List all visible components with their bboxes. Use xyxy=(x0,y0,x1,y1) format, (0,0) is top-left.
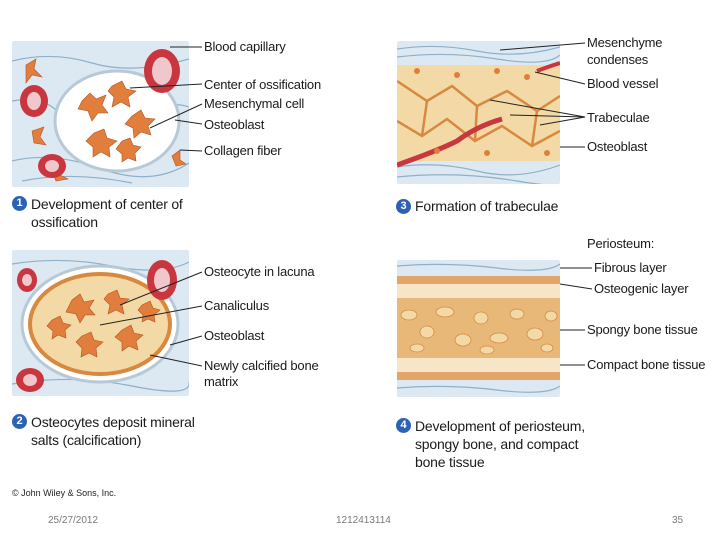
label-canaliculus: Canaliculus xyxy=(204,298,269,313)
step-2-badge: 2 xyxy=(12,414,27,429)
label-collagen-fiber: Collagen fiber xyxy=(204,143,281,158)
label-matrix: matrix xyxy=(204,374,238,389)
panel-2-illustration xyxy=(12,250,189,396)
panel-1-caption-line-1: Development of center of xyxy=(31,196,183,212)
copyright-notice: © John Wiley & Sons, Inc. xyxy=(12,488,116,498)
panel-1-caption-line-2: ossification xyxy=(31,214,98,230)
panel-2-caption-line-2: salts (calcification) xyxy=(31,432,141,448)
step-4-badge: 4 xyxy=(396,418,411,433)
label-osteoblast-1: Osteoblast xyxy=(204,117,264,132)
label-compact-bone-tissue: Compact bone tissue xyxy=(587,357,705,372)
footer-date: 25/27/2012 xyxy=(48,515,98,526)
label-blood-vessel: Blood vessel xyxy=(587,76,658,91)
label-condenses: condenses xyxy=(587,52,648,67)
step-1-badge: 1 xyxy=(12,196,27,211)
label-newly-calcified-bone: Newly calcified bone xyxy=(204,358,319,373)
label-mesenchyme: Mesenchyme xyxy=(587,35,662,50)
label-osteoblast-2: Osteoblast xyxy=(204,328,264,343)
label-spongy-bone-tissue: Spongy bone tissue xyxy=(587,322,698,337)
label-osteocyte-in-lacuna: Osteocyte in lacuna xyxy=(204,264,314,279)
panel-4-illustration xyxy=(397,260,560,397)
center-of-ossification-drawing xyxy=(12,41,189,187)
label-osteogenic-layer: Osteogenic layer xyxy=(594,281,688,296)
label-periosteum: Periosteum: xyxy=(587,236,654,251)
label-blood-capillary: Blood capillary xyxy=(204,39,286,54)
calcification-drawing xyxy=(12,250,189,396)
panel-4-caption-line-1: Development of periosteum, xyxy=(415,418,585,434)
label-fibrous-layer: Fibrous layer xyxy=(594,260,667,275)
periosteum-drawing xyxy=(397,260,560,397)
panel-4-caption-line-2: spongy bone, and compact xyxy=(415,436,578,452)
panel-1-illustration xyxy=(12,41,189,187)
page-number: 35 xyxy=(672,515,683,526)
footer-id: 1212413114 xyxy=(336,515,391,526)
step-3-badge: 3 xyxy=(396,199,411,214)
panel-3-illustration xyxy=(397,41,560,184)
label-center-of-ossification: Center of ossification xyxy=(204,77,321,92)
label-osteoblast-3: Osteoblast xyxy=(587,139,647,154)
trabeculae-drawing xyxy=(397,41,560,184)
label-mesenchymal-cell: Mesenchymal cell xyxy=(204,96,304,111)
panel-2-caption-line-1: Osteocytes deposit mineral xyxy=(31,414,195,430)
panel-4-caption-line-3: bone tissue xyxy=(415,454,484,470)
panel-3-caption-line-1: Formation of trabeculae xyxy=(415,198,558,214)
label-trabeculae: Trabeculae xyxy=(587,110,650,125)
